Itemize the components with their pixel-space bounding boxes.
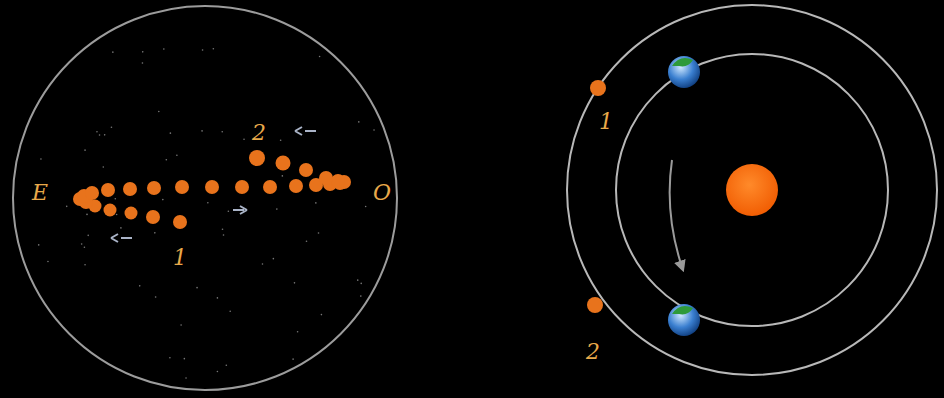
mars [587,297,603,313]
direction-arrows [111,127,316,242]
mars [590,80,606,96]
sky-circle [13,6,397,390]
earth [668,304,700,336]
sun [726,164,778,216]
earth [668,56,700,88]
position-number: 1 [173,247,187,269]
star-field [38,48,375,379]
position-number: 1 [599,111,613,133]
earth-orbit [616,54,888,326]
position-number: 2 [586,341,600,363]
mars-track [73,150,351,229]
direction-label: E [32,182,48,204]
position-number: 2 [252,122,266,144]
direction-label: O [373,182,391,204]
mars-orbit [567,5,937,375]
motion-arrow [670,160,683,270]
